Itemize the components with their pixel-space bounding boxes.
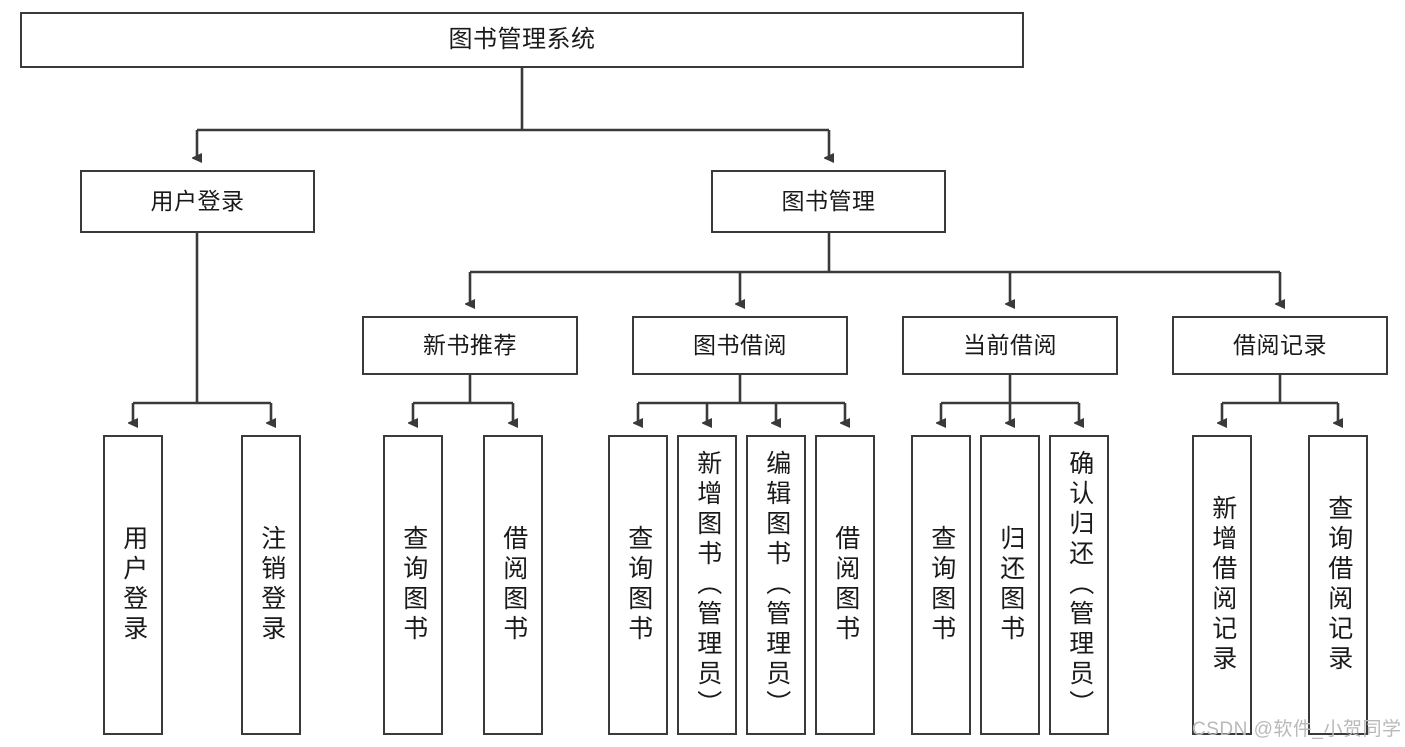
node-label: 编辑图书（管理员） xyxy=(762,450,791,720)
node-label: 借阅图书 xyxy=(831,525,860,645)
leaf-return-book[interactable]: 归还图书 xyxy=(980,435,1040,735)
node-new-book-recommend[interactable]: 新书推荐 xyxy=(362,316,578,375)
node-label: 当前借阅 xyxy=(963,331,1057,358)
node-root-system[interactable]: 图书管理系统 xyxy=(20,12,1024,68)
node-label: 查询图书 xyxy=(624,525,653,645)
leaf-logout-login[interactable]: 注销登录 xyxy=(241,435,301,735)
leaf-confirm-return-admin[interactable]: 确认归还（管理员） xyxy=(1049,435,1109,735)
node-label: 图书借阅 xyxy=(693,331,787,358)
leaf-borrow-book-borrow[interactable]: 借阅图书 xyxy=(815,435,875,735)
node-label: 借阅图书 xyxy=(499,525,528,645)
node-label: 归还图书 xyxy=(996,525,1025,645)
csdn-watermark: CSDN @软件_小贺同学 xyxy=(1192,719,1402,740)
leaf-query-borrow-record[interactable]: 查询借阅记录 xyxy=(1308,435,1368,735)
leaf-user-login[interactable]: 用户登录 xyxy=(103,435,163,735)
node-label: 用户登录 xyxy=(150,187,245,214)
node-label: 注销登录 xyxy=(257,525,286,645)
node-book-manage[interactable]: 图书管理 xyxy=(711,170,946,233)
node-borrow-record[interactable]: 借阅记录 xyxy=(1172,316,1388,375)
node-label: 确认归还（管理员） xyxy=(1065,450,1094,720)
node-user-login[interactable]: 用户登录 xyxy=(80,170,315,233)
node-label: 查询借阅记录 xyxy=(1324,495,1353,675)
node-current-borrow[interactable]: 当前借阅 xyxy=(902,316,1118,375)
node-label: 新增图书（管理员） xyxy=(693,450,722,720)
leaf-add-borrow-record[interactable]: 新增借阅记录 xyxy=(1192,435,1252,735)
node-label: 借阅记录 xyxy=(1233,331,1327,358)
node-label: 图书管理系统 xyxy=(448,25,596,53)
node-label: 查询图书 xyxy=(927,525,956,645)
leaf-borrow-book-recommend[interactable]: 借阅图书 xyxy=(483,435,543,735)
node-label: 新增借阅记录 xyxy=(1208,495,1237,675)
leaf-query-book-recommend[interactable]: 查询图书 xyxy=(383,435,443,735)
leaf-edit-book-admin[interactable]: 编辑图书（管理员） xyxy=(746,435,806,735)
node-label: 图书管理 xyxy=(781,187,876,214)
node-book-borrow[interactable]: 图书借阅 xyxy=(632,316,848,375)
leaf-add-book-admin[interactable]: 新增图书（管理员） xyxy=(677,435,737,735)
node-label: 新书推荐 xyxy=(423,331,517,358)
leaf-query-book-borrow[interactable]: 查询图书 xyxy=(608,435,668,735)
node-label: 查询图书 xyxy=(399,525,428,645)
leaf-query-book-current[interactable]: 查询图书 xyxy=(911,435,971,735)
node-label: 用户登录 xyxy=(119,525,148,645)
